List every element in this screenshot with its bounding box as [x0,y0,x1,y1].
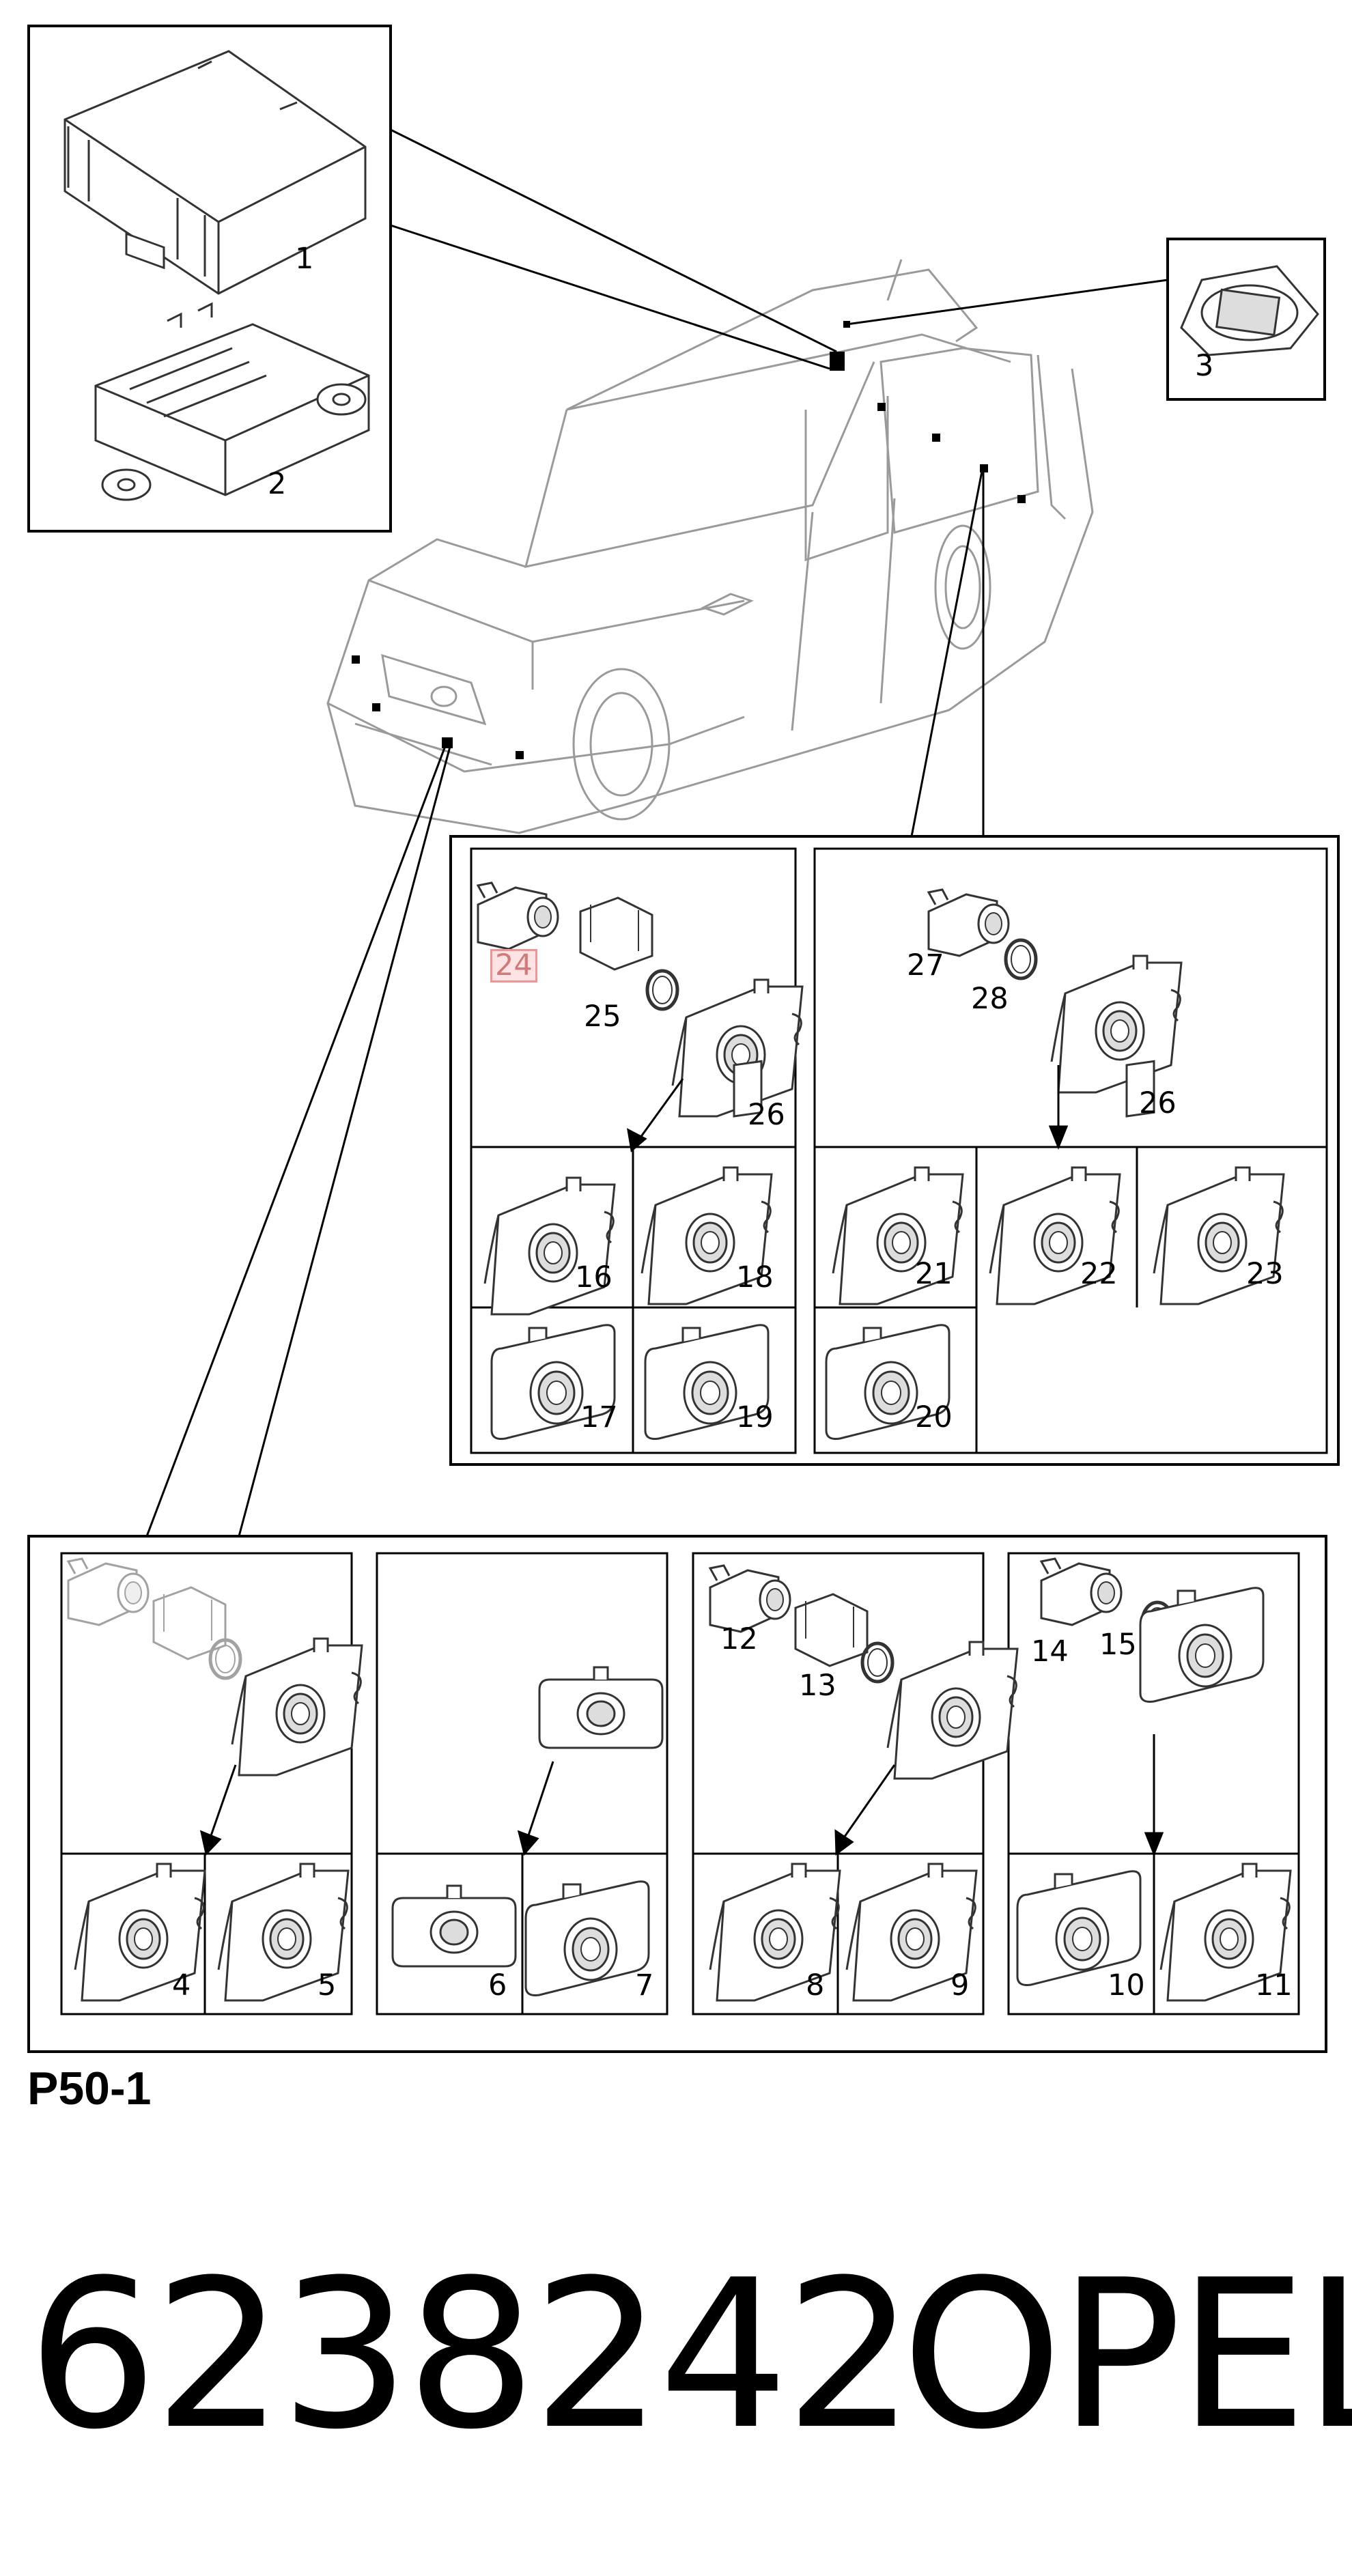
callout-14: 14 [1031,1634,1069,1669]
callout-19: 19 [736,1400,774,1434]
rear-sensor-panel [449,835,1340,1466]
diagram-code: P50-1 [27,2063,152,2114]
front-sensor-panel [27,1535,1327,2053]
callout-12: 12 [720,1622,758,1656]
callout-4: 4 [172,1968,191,2002]
callout-28: 28 [971,982,1009,1016]
rear-right-grid [813,847,1328,1454]
part-7 [524,1880,650,1996]
callout-10: 10 [1108,1968,1145,2002]
part-13-ring [862,1643,892,1682]
holder-group-4 [1139,1587,1265,1703]
callout-18: 18 [736,1260,774,1294]
callout-6: 6 [488,1968,507,2002]
callout-24-highlighted: 24 [490,949,537,982]
front-grid [60,1552,1300,2015]
callout-22: 22 [1080,1257,1118,1291]
holder-top-right [1050,954,1183,1094]
callout-26-left: 26 [748,1098,785,1132]
part-24 [477,881,559,950]
part-28 [1006,940,1036,978]
callout-16: 16 [575,1260,612,1294]
control-unit-2 [94,302,370,501]
callout-13: 13 [799,1669,836,1703]
part-25-ring [647,971,677,1009]
holder-group-1 [231,1637,363,1777]
callout-17: 17 [580,1400,618,1434]
car-sensor-marks [352,321,1026,759]
callout-20: 20 [915,1400,953,1434]
callout-2: 2 [268,467,287,501]
part-6 [391,1884,517,1968]
leader-lines [145,128,1168,1537]
holder-group-2 [538,1666,664,1749]
control-unit-box [27,25,392,533]
part-14 [1040,1557,1123,1626]
callout-7: 7 [635,1968,654,2002]
car-illustration [326,259,1094,834]
brand-name: OPEL [901,2236,1352,2474]
callout-5: 5 [318,1968,337,2002]
callout-11: 11 [1255,1968,1293,2002]
part-25 [579,896,653,971]
part-27 [927,888,1010,957]
part-number: 6238242 [27,2236,915,2474]
part-13 [794,1593,869,1667]
callout-15: 15 [1099,1628,1137,1662]
callout-25: 25 [584,1000,621,1034]
callout-9: 9 [950,1968,970,2002]
callout-3: 3 [1195,349,1214,383]
callout-26-right: 26 [1139,1086,1177,1120]
callout-8: 8 [806,1968,825,2002]
callout-1: 1 [295,242,314,276]
callout-27: 27 [907,948,944,982]
sensor-3-box [1166,238,1326,401]
callout-23: 23 [1246,1257,1284,1291]
callout-21: 21 [915,1257,953,1291]
control-unit-1 [64,50,367,295]
sensor-3 [1180,265,1319,356]
holder-group-3 [886,1641,1019,1780]
